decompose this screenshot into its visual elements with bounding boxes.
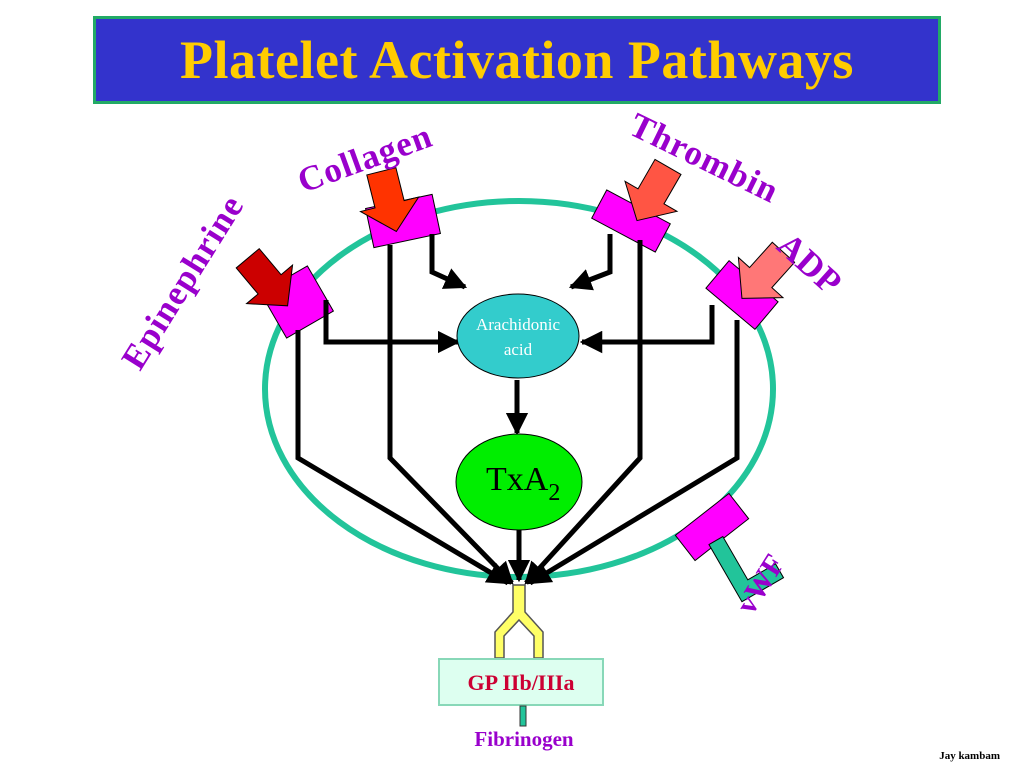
adp-label: ADP bbox=[770, 225, 850, 302]
txa2-node bbox=[455, 433, 583, 531]
fibrinogen-label: Fibrinogen bbox=[474, 727, 573, 751]
author-credit: Jay kambam bbox=[939, 750, 1000, 762]
collagen-arrow-icon bbox=[359, 167, 420, 233]
thrombin-arrow-icon bbox=[624, 158, 682, 222]
adp-arrow-icon bbox=[737, 241, 796, 299]
arachidonic-acid-node bbox=[456, 293, 580, 379]
title-banner: Platelet Activation Pathways bbox=[93, 16, 941, 104]
txa-text: TxA bbox=[486, 461, 549, 498]
gp-integrin-icon bbox=[494, 584, 544, 659]
collagen-label: Collagen bbox=[292, 116, 437, 201]
arachidonic-label-2: acid bbox=[504, 340, 533, 359]
gp-receptor-box bbox=[438, 658, 604, 706]
arachidonic-label-1: Arachidonic bbox=[476, 315, 560, 334]
gp-receptor-label: GP IIb/IIIa bbox=[468, 670, 575, 695]
txa2-label: TxA2 bbox=[486, 461, 560, 506]
pathway-arrows bbox=[295, 234, 740, 586]
page-title: Platelet Activation Pathways bbox=[180, 30, 854, 90]
vwf-ligand-icon bbox=[708, 535, 785, 603]
fibrinogen-stem bbox=[519, 705, 527, 727]
txa-subscript: 2 bbox=[548, 480, 560, 506]
epinephrine-arrow-icon bbox=[235, 247, 294, 307]
epinephrine-label: Epinephrine bbox=[114, 188, 252, 376]
